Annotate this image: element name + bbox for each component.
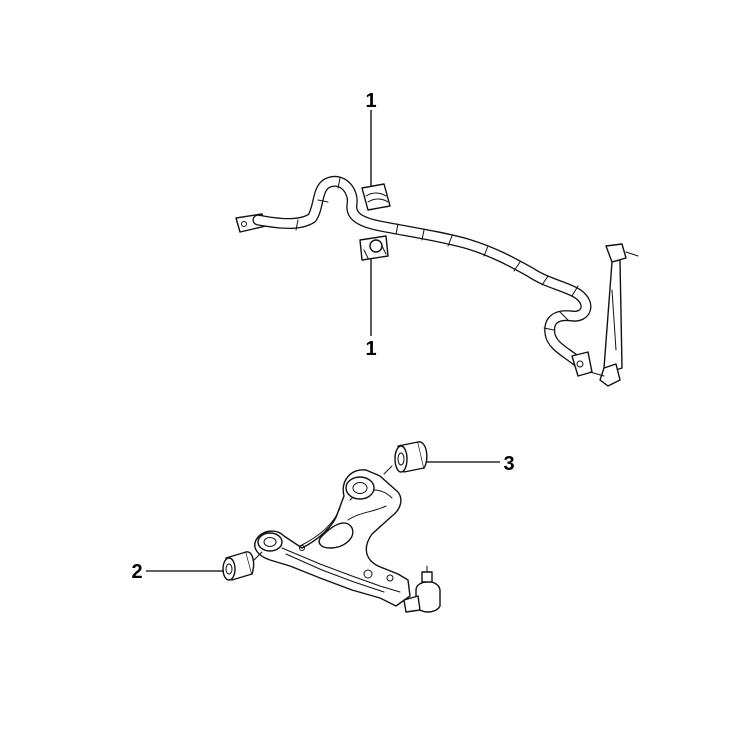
control-arm-rear-bushing (383, 441, 428, 475)
callout-label: 1 (365, 90, 376, 112)
lower-control-arm (254, 469, 411, 607)
callout-1-upper: 1 (365, 90, 377, 186)
callout-label: 3 (503, 453, 514, 475)
control-arm-front-bushing (222, 551, 263, 581)
stabilizer-bushing-upper (361, 183, 391, 211)
callout-label: 2 (131, 561, 142, 583)
callout-1-lower: 1 (365, 258, 377, 360)
stabilizer-bushing-lower (359, 235, 389, 261)
callout-3: 3 (426, 453, 515, 475)
stabilizer-bar (252, 175, 592, 368)
callout-label: 1 (365, 338, 376, 360)
ball-joint (403, 565, 441, 613)
stabilizer-link (571, 243, 639, 387)
lower-control-arm-assembly (222, 441, 441, 613)
stabilizer-bar-assembly (235, 175, 639, 387)
callout-2: 2 (131, 561, 224, 583)
